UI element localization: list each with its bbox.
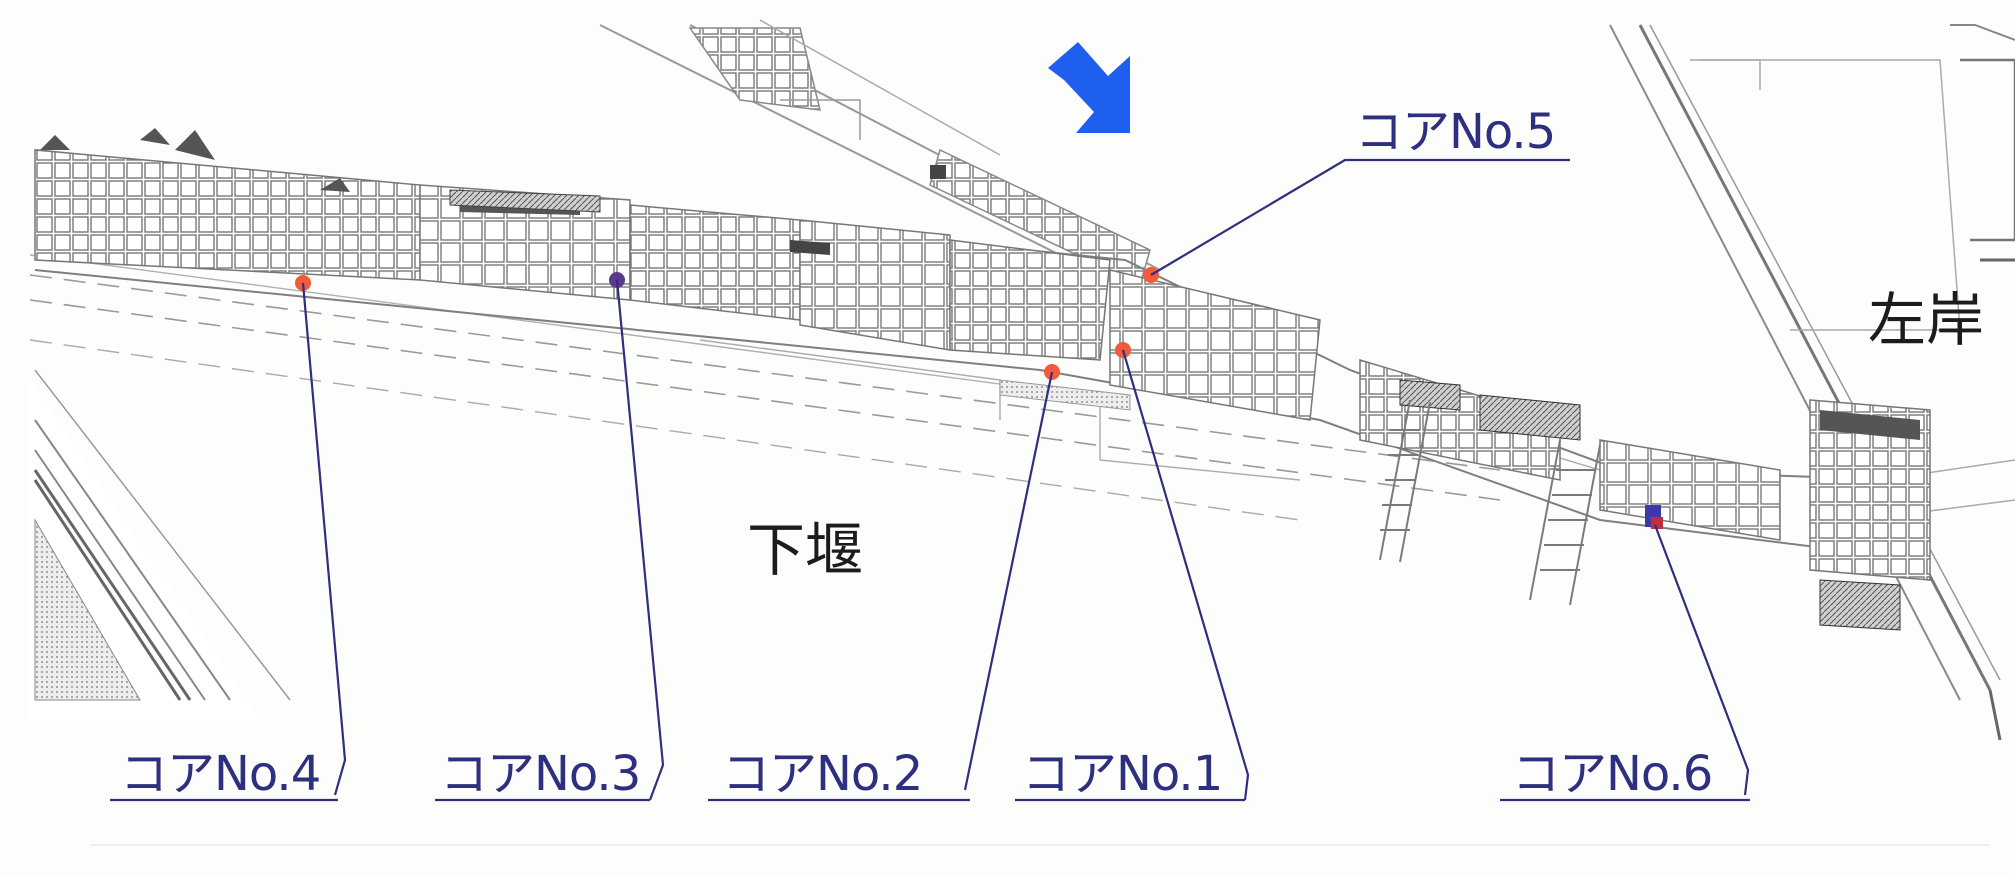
leader-lines bbox=[110, 158, 1750, 802]
core-label-1: コアNo.1 bbox=[1022, 746, 1222, 802]
core-label-3: コアNo.3 bbox=[440, 746, 640, 802]
leader-line-5 bbox=[1150, 158, 1570, 276]
weir-body-drawing bbox=[29, 128, 1931, 631]
core-label-6: コアNo.6 bbox=[1512, 746, 1712, 802]
core-label-4: コアNo.4 bbox=[120, 746, 320, 802]
upper-channel-drawing bbox=[599, 19, 1161, 301]
core-label-5: コアNo.5 bbox=[1355, 104, 1555, 160]
lower-weir-label: 下堰 bbox=[747, 516, 863, 584]
flow-direction-arrow-icon bbox=[1048, 42, 1130, 133]
leader-line-2 bbox=[963, 371, 1054, 791]
leader-line-6 bbox=[1653, 524, 1750, 796]
leader-line-4 bbox=[301, 282, 347, 796]
core-label-2: コアNo.2 bbox=[722, 746, 922, 802]
left-bank-label: 左岸 bbox=[1868, 286, 1984, 354]
left-embankment-drawing bbox=[30, 369, 291, 720]
leader-line-1 bbox=[1121, 349, 1250, 801]
right-bank-drawing bbox=[1609, 24, 2015, 741]
leader-line-3 bbox=[615, 279, 665, 801]
